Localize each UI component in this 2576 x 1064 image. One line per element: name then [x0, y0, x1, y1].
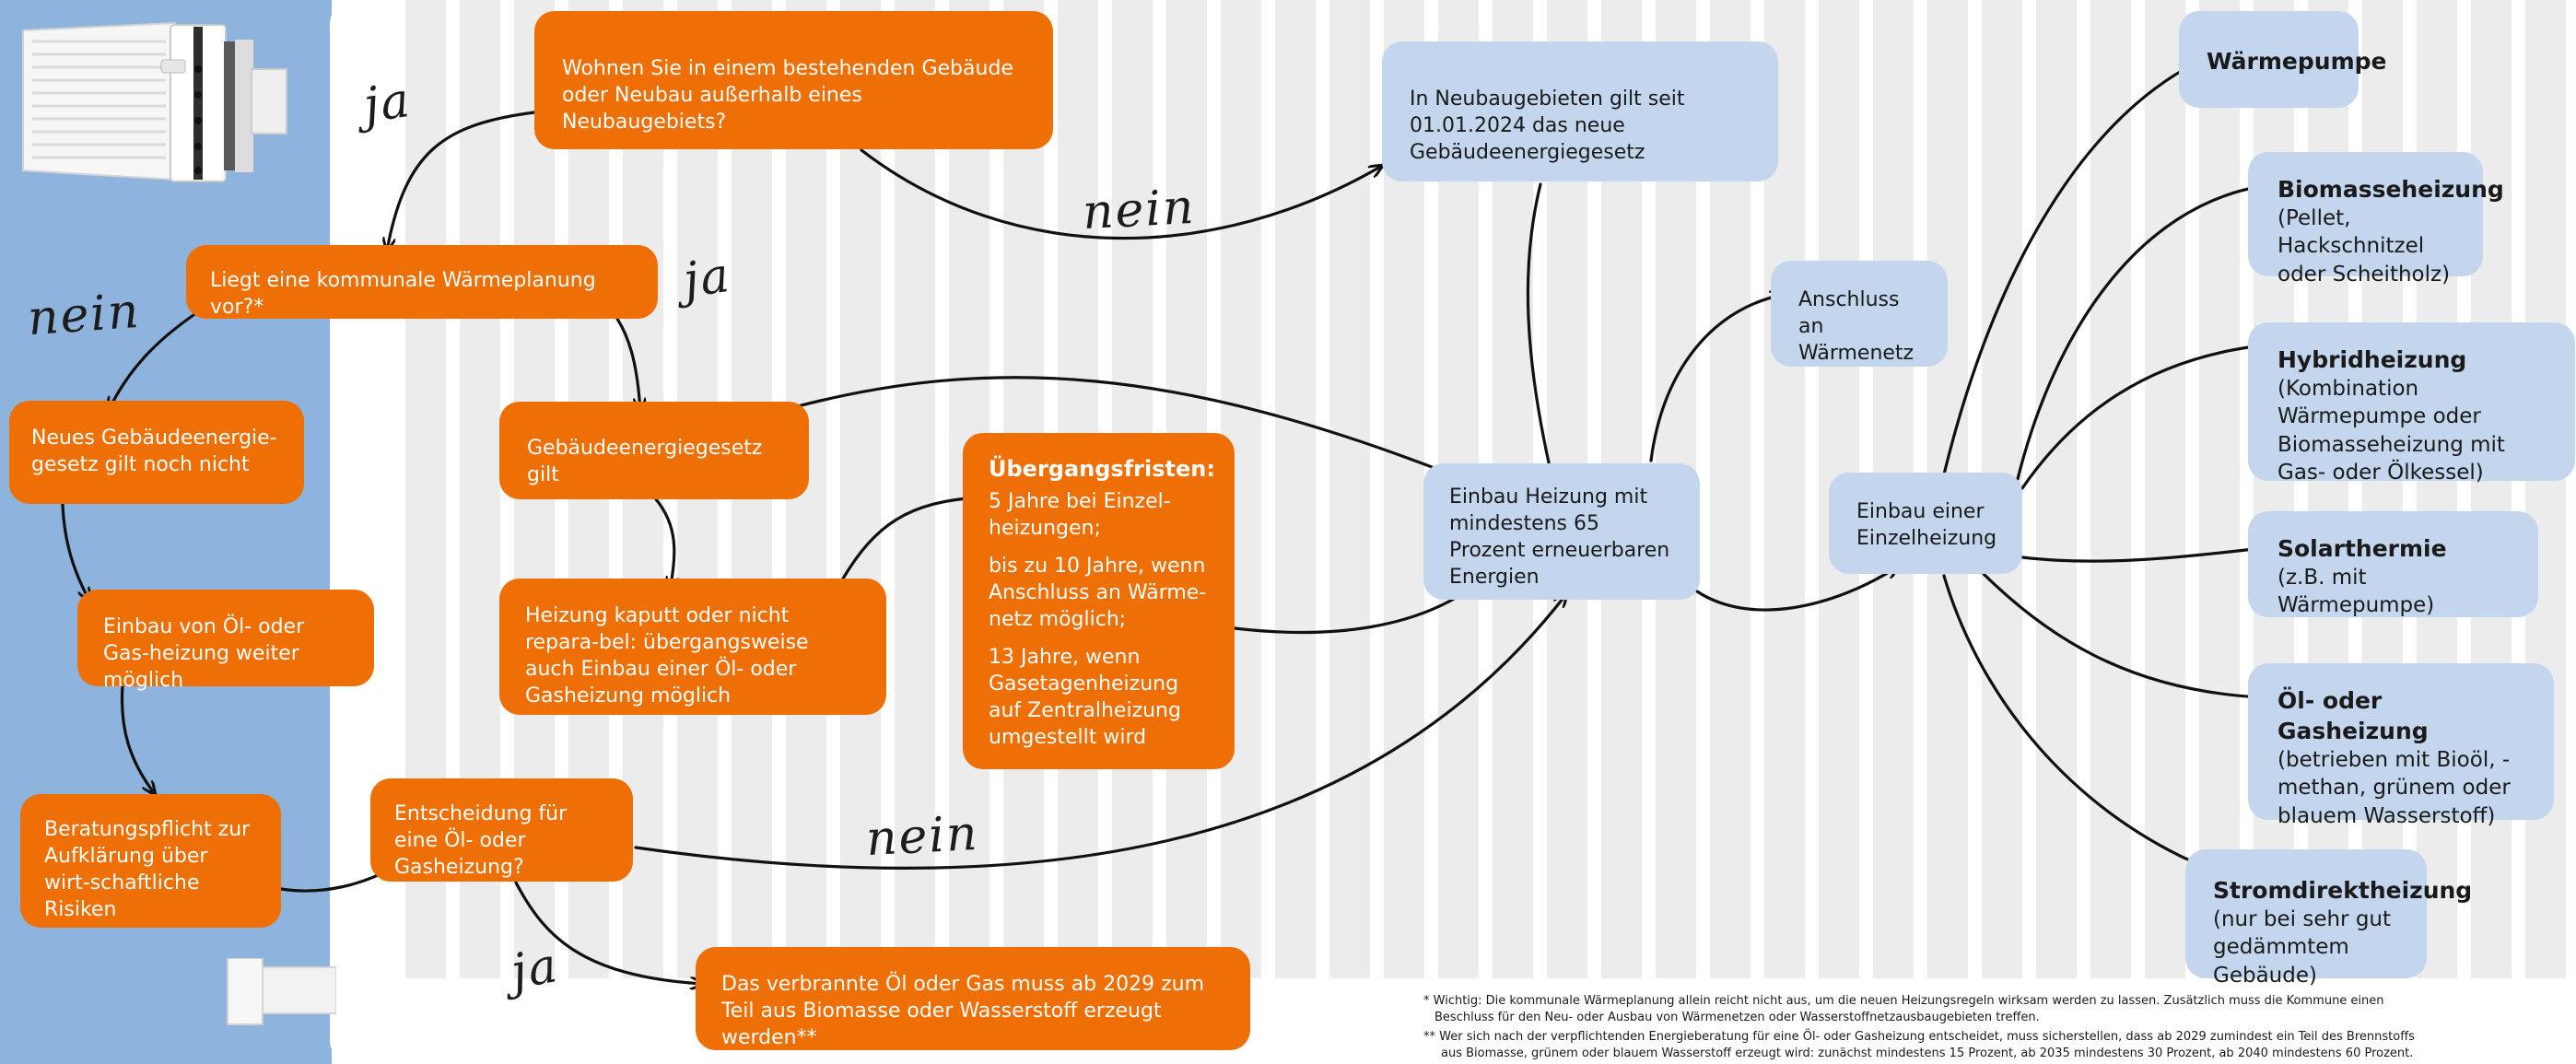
option-detail: (Pellet, Hackschnitzel oder Scheitholz): [2277, 206, 2451, 286]
advice-obligation: Beratungspflicht zur Aufklärung über wir…: [20, 794, 281, 928]
install-65-percent-renewable: Einbau Heizung mit mindestens 65 Prozent…: [1423, 463, 1700, 600]
arrow-kaputt-to-fristen: [841, 497, 978, 580]
arrow-geg-nicht-to-oel-gas: [61, 503, 89, 601]
transition-item: bis zu 10 Jahre, wenn Anschluss an Wärme…: [989, 554, 1207, 631]
background-stripe: [2145, 0, 2185, 978]
option-title: Öl- oder Gasheizung: [2277, 687, 2429, 744]
option-heat-pump: Wärmepumpe: [2179, 11, 2387, 108]
district-heating-connection: Anschluss an Wärmenetz: [1771, 261, 1948, 367]
radiator-pipe-icon: [227, 958, 336, 1025]
oil-gas-still-possible: Einbau von Öl- oder Gas-heizung weiter m…: [77, 590, 374, 692]
label-ja-1: ja: [360, 72, 416, 134]
background-stripe: [1329, 0, 1370, 978]
oil-gas-from-2029: Das verbrannte Öl oder Gas muss ab 2029 …: [696, 947, 1250, 1050]
arrow-kwp-to-geg-gilt: [615, 317, 640, 411]
question-municipal-heat-planning: Liegt eine kommunale Wärmeplanung vor?*: [186, 245, 658, 319]
arrow-fristen-to-einbau65: [1233, 586, 1474, 635]
option-detail: (z.B. mit Wärmepumpe): [2277, 566, 2435, 618]
arrow-geg-gilt-to-kaputt: [654, 497, 674, 590]
arrow-kwp-to-geg-nicht: [109, 313, 195, 410]
background-stripe: [2199, 0, 2240, 978]
arrow-neubaugebiet-to-einbau65: [1526, 182, 1552, 479]
arrow-entscheidung-to-oel2029: [514, 881, 703, 984]
label-ja-3: ja: [507, 938, 563, 1000]
new-building-areas-info: In Neubaugebieten gilt seit 01.01.2024 d…: [1382, 41, 1778, 181]
question-oil-gas-decision: Entscheidung für eine Öl- oder Gasheizun…: [370, 778, 633, 882]
option-title: Biomasseheizung: [2277, 176, 2504, 203]
arrow-entscheidung-to-einbau65: [634, 594, 1566, 871]
label-ja-2: ja: [680, 247, 735, 310]
footnote-line: Beschluss für den Neu- oder Ausbau von W…: [1434, 1010, 2040, 1024]
background-stripe: [840, 0, 881, 978]
arrow-einbau65-to-waermenetz: [1649, 295, 1783, 462]
arrow-wohnen-to-kwp: [387, 111, 536, 251]
transition-periods-title: Übergangsfristen:: [989, 456, 1215, 482]
label-nein-2: nein: [1081, 179, 1197, 241]
option-detail: (nur bei sehr gut gedämmtem Gebäude): [2213, 907, 2392, 988]
transition-periods: Übergangsfristen: 5 Jahre bei Einzel-hei…: [963, 433, 1235, 769]
transition-item: 13 Jahre, wenn Gasetagenheizung auf Zent…: [989, 645, 1181, 749]
arrow-einzel-to-solar: [2020, 548, 2262, 563]
arrow-einzel-to-strom: [1942, 574, 2202, 866]
option-hybrid: Hybridheizung (Kombination Wärmepumpe od…: [2248, 322, 2575, 485]
option-title: Wärmepumpe: [2207, 48, 2387, 75]
question-existing-building: Wohnen Sie in einem bestehenden Gebäude …: [534, 11, 1053, 149]
radiator-thermostat-icon: [22, 21, 287, 182]
heating-broken: Heizung kaputt oder nicht repara-bel: üb…: [499, 579, 886, 715]
option-biomass: Biomasseheizung (Pellet, Hackschnitzel o…: [2248, 152, 2504, 286]
option-title: Stromdirektheizung: [2213, 877, 2473, 904]
option-title: Hybridheizung: [2277, 346, 2467, 373]
footnote-line: * Wichtig: Die kommunale Wärmeplanung al…: [1423, 994, 2384, 1008]
option-direct-electric: Stromdirektheizung (nur bei sehr gut ged…: [2185, 849, 2473, 988]
background-stripe: [895, 0, 935, 978]
option-detail: (Kombination Wärmepumpe oder Biomassehei…: [2277, 377, 2505, 485]
geg-not-yet-valid: Neues Gebäudeenergie-gesetz gilt noch ni…: [9, 401, 304, 504]
footnote-line: aus Biomasse, grünem oder blauem Wassers…: [1441, 1046, 2414, 1060]
label-nein-3: nein: [864, 805, 980, 868]
background-stripe: [1275, 0, 1316, 978]
arrow-geg-gilt-to-einbau65: [792, 376, 1451, 474]
install-single-heating: Einbau einer Einzelheizung: [1829, 473, 2022, 574]
option-detail: (betrieben mit Bioöl, -methan, grünem od…: [2277, 748, 2511, 828]
option-title: Solarthermie: [2277, 535, 2447, 562]
option-solar-thermal: Solarthermie (z.B. mit Wärmepumpe): [2248, 511, 2538, 617]
option-oil-gas-green: Öl- oder Gasheizung (betrieben mit Bioöl…: [2248, 663, 2554, 828]
arrow-einzel-to-oelgas: [1979, 569, 2262, 697]
arrow-oel-gas-to-beratung: [120, 684, 155, 794]
arrow-einzel-to-biomasse: [2016, 186, 2262, 481]
arrow-einzel-to-waermepumpe: [1942, 64, 2193, 476]
footnote-line: ** Wer sich nach der verpflichtenden Ene…: [1423, 1030, 2415, 1045]
background-stripe: [2036, 0, 2077, 978]
arrow-einzel-to-hybrid: [2020, 345, 2262, 490]
arrow-einbau65-to-einzelheizung: [1695, 567, 1898, 612]
label-nein-1: nein: [26, 283, 143, 347]
arrow-wohnen-to-neubaugebiet: [860, 148, 1382, 240]
geg-applies: Gebäudeenergiegesetz gilt: [499, 402, 809, 499]
footnotes: * Wichtig: Die kommunale Wärmeplanung al…: [1423, 993, 2415, 1061]
transition-item: 5 Jahre bei Einzel-heizungen;: [989, 489, 1171, 540]
